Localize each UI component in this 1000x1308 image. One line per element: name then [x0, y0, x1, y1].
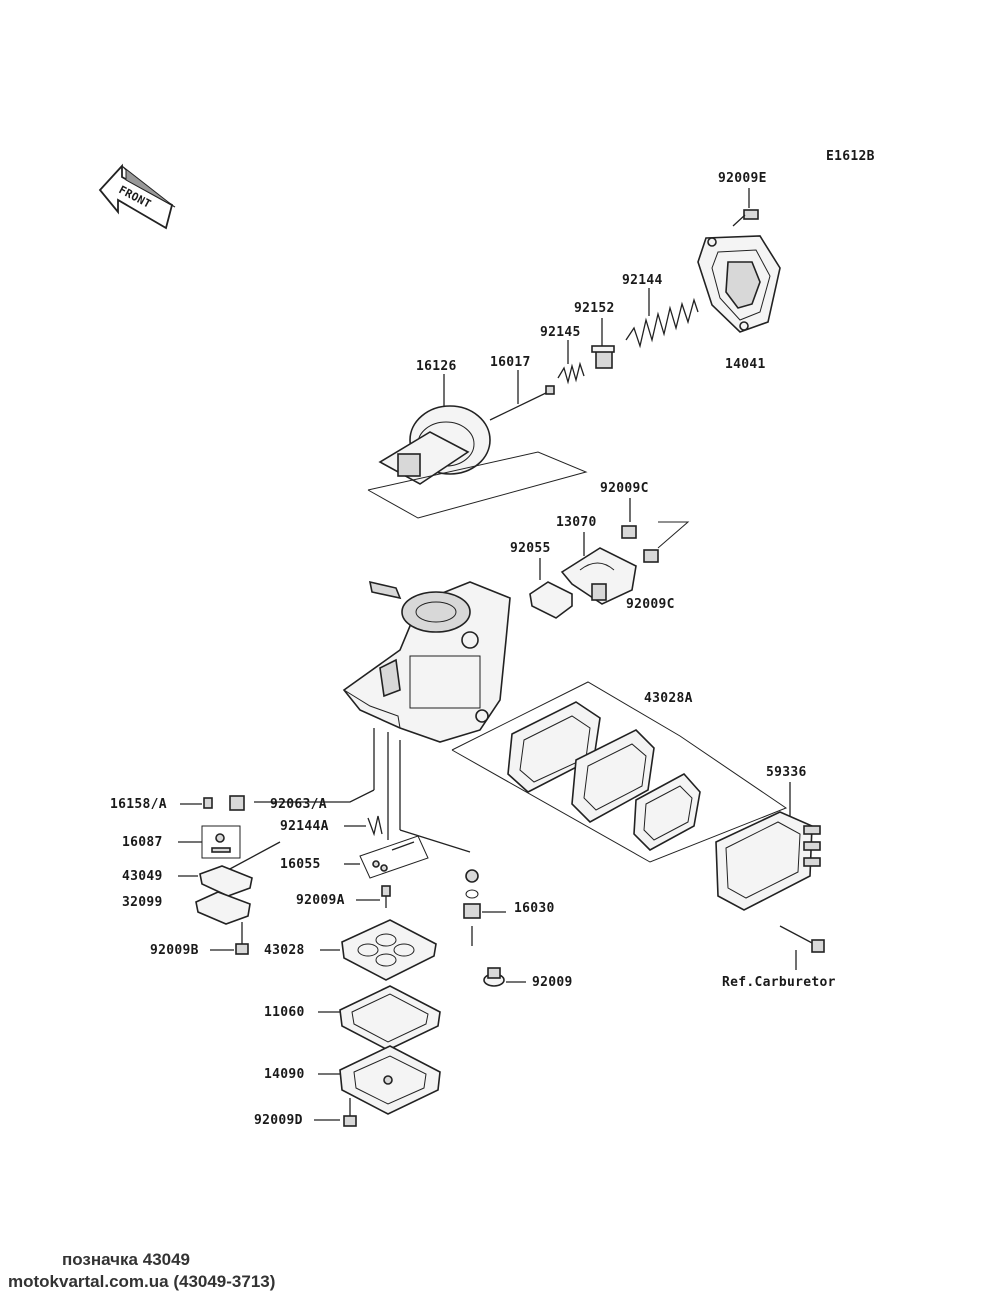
label-92009E: 92009E — [718, 171, 767, 186]
label-43028A: 43028A — [644, 691, 693, 706]
label-92009B: 92009B — [150, 943, 199, 958]
label-92144: 92144 — [622, 273, 663, 288]
label-92009C-top: 92009C — [600, 481, 649, 496]
jet-92063A — [229, 795, 245, 811]
label-59336: 59336 — [766, 765, 807, 780]
holder-13070 — [560, 547, 637, 605]
gasket-11060 — [339, 985, 441, 1051]
screw-92009C-top — [621, 525, 637, 539]
screw-92009C-bottom — [643, 549, 659, 563]
spring-92144A — [367, 815, 383, 837]
fuel-pump-59336 — [715, 811, 821, 911]
plate-32099 — [195, 891, 251, 925]
label-16017: 16017 — [490, 355, 531, 370]
screw-92009D — [343, 1098, 357, 1127]
screw-92009A — [381, 885, 391, 908]
leader-body-16030 — [399, 829, 471, 853]
label-92009D: 92009D — [254, 1113, 303, 1128]
gasket-43049 — [199, 865, 253, 897]
gasket-92055 — [529, 581, 573, 619]
diagram-code: E1612B — [826, 149, 875, 164]
spring-92145 — [557, 361, 585, 385]
ref-carburetor-label: Ref.Carburetor — [722, 975, 836, 990]
bolt-ref-carburetor — [779, 925, 825, 953]
label-43049: 43049 — [122, 869, 163, 884]
diaphragm-16126 — [378, 405, 491, 485]
jet-16158A — [203, 797, 213, 809]
label-92009A: 92009A — [296, 893, 345, 908]
label-11060: 11060 — [264, 1005, 305, 1020]
spring-92144 — [625, 297, 699, 349]
assembly-bracket-top — [367, 451, 588, 519]
kit-16055 — [359, 835, 429, 879]
diaphragm-43028 — [341, 919, 437, 981]
leader-92063A — [254, 789, 375, 803]
label-14090: 14090 — [264, 1067, 305, 1082]
label-92009: 92009 — [532, 975, 573, 990]
label-92063A: 92063/A — [270, 797, 327, 812]
label-13070: 13070 — [556, 515, 597, 530]
label-92152: 92152 — [574, 301, 615, 316]
carburetor-body — [342, 580, 511, 743]
screw-92009 — [483, 967, 505, 987]
label-92009C-bottom: 92009C — [626, 597, 675, 612]
label-16126: 16126 — [416, 359, 457, 374]
label-32099: 32099 — [122, 895, 163, 910]
label-14041: 14041 — [725, 357, 766, 372]
label-43028: 43028 — [264, 943, 305, 958]
label-16087: 16087 — [122, 835, 163, 850]
bracket-43028A — [451, 681, 788, 863]
float-valve-16030 — [463, 869, 481, 946]
screw-92009E — [732, 209, 759, 227]
label-92144A: 92144A — [280, 819, 329, 834]
label-92055: 92055 — [510, 541, 551, 556]
label-92145: 92145 — [540, 325, 581, 340]
front-arrow-icon: FRONT — [98, 163, 176, 230]
cover-14041 — [697, 235, 781, 333]
label-16158A: 16158/A — [110, 797, 167, 812]
caption-part-mark: позначка 43049 — [62, 1250, 191, 1269]
leader-43049-b — [227, 841, 281, 871]
jet-92152 — [591, 345, 615, 369]
label-16030: 16030 — [514, 901, 555, 916]
caption-site-ref: motokvartal.com.ua (43049-3713) — [8, 1272, 276, 1291]
kit-16087 — [201, 825, 241, 859]
screw-92009B — [235, 922, 249, 955]
bracket-92009C — [657, 521, 690, 549]
needle-16017 — [489, 385, 555, 421]
label-16055: 16055 — [280, 857, 321, 872]
gasket-set-43028A — [507, 701, 701, 851]
